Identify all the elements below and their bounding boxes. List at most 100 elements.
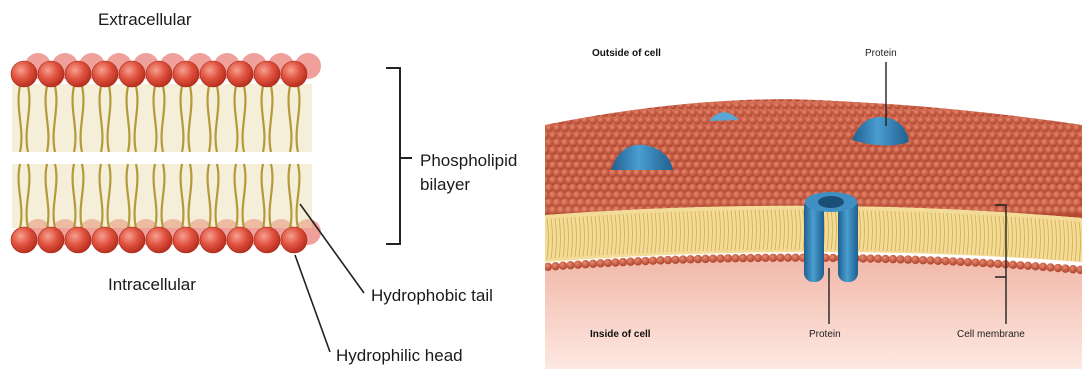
- surface-head: [569, 169, 578, 178]
- surface-head: [1041, 154, 1049, 162]
- surface-head: [909, 102, 916, 109]
- surface-head: [545, 109, 553, 117]
- surface-head: [777, 139, 785, 147]
- protein-top-label: Protein: [865, 48, 897, 59]
- inner-head: [926, 256, 934, 264]
- surface-head: [837, 132, 845, 140]
- surface-head: [917, 146, 925, 154]
- surface-head: [565, 161, 574, 170]
- surface-head: [785, 94, 792, 101]
- surface-head: [753, 139, 761, 147]
- surface-head: [677, 132, 685, 140]
- phospholipid-head: [146, 61, 172, 87]
- surface-head: [705, 109, 713, 117]
- surface-head: [1025, 124, 1033, 132]
- surface-head: [805, 132, 813, 140]
- inner-head: [626, 258, 634, 266]
- surface-head: [1057, 154, 1065, 162]
- inner-head: [1054, 264, 1062, 272]
- surface-head: [977, 109, 985, 117]
- surface-head: [613, 132, 621, 140]
- inner-head: [784, 254, 792, 262]
- surface-head: [801, 124, 809, 132]
- surface-head: [813, 146, 821, 154]
- surface-head: [557, 161, 566, 170]
- inner-head: [581, 260, 589, 268]
- surface-head: [793, 94, 800, 101]
- surface-head: [593, 124, 601, 132]
- surface-head: [937, 124, 945, 132]
- surface-head: [601, 154, 609, 162]
- surface-head: [633, 94, 640, 101]
- surface-head: [929, 124, 937, 132]
- surface-head: [705, 94, 712, 101]
- surface-head: [689, 169, 698, 178]
- inner-head: [994, 260, 1002, 268]
- surface-head: [773, 102, 780, 109]
- surface-head: [621, 102, 628, 109]
- surface-head: [1037, 117, 1045, 125]
- surface-head: [909, 117, 917, 125]
- surface-head: [553, 94, 560, 101]
- surface-head: [961, 169, 970, 178]
- surface-head: [945, 154, 953, 162]
- surface-head: [929, 169, 938, 178]
- surface-head: [737, 124, 745, 132]
- surface-head: [793, 124, 801, 132]
- surface-head: [737, 109, 745, 117]
- surface-head: [621, 132, 629, 140]
- surface-head: [817, 139, 825, 147]
- surface-head: [657, 94, 664, 101]
- surface-head: [1009, 124, 1017, 132]
- surface-head: [989, 102, 996, 109]
- surface-head: [769, 169, 778, 178]
- surface-head: [1065, 94, 1072, 101]
- surface-head: [797, 132, 805, 140]
- surface-head: [753, 154, 761, 162]
- surface-head: [745, 109, 753, 117]
- surface-head: [977, 94, 984, 101]
- surface-head: [721, 154, 729, 162]
- surface-head: [881, 94, 888, 101]
- surface-head: [761, 124, 769, 132]
- surface-head: [917, 117, 925, 125]
- surface-head: [765, 146, 773, 154]
- surface-head: [945, 124, 953, 132]
- surface-head: [1049, 169, 1058, 178]
- surface-head: [861, 102, 868, 109]
- surface-head: [553, 139, 561, 147]
- inner-head: [604, 259, 612, 267]
- surface-head: [617, 124, 625, 132]
- phospholipid-head: [281, 227, 307, 253]
- surface-head: [1061, 161, 1070, 170]
- inner-head: [866, 254, 874, 262]
- surface-head: [809, 124, 817, 132]
- surface-head: [825, 124, 833, 132]
- surface-head: [701, 102, 708, 109]
- surface-head: [561, 139, 569, 147]
- surface-head: [901, 102, 908, 109]
- surface-head: [589, 117, 597, 125]
- surface-head: [1029, 146, 1037, 154]
- surface-head: [609, 139, 617, 147]
- surface-head: [577, 169, 586, 178]
- inner-head: [649, 256, 657, 264]
- surface-head: [1049, 109, 1057, 117]
- surface-head: [909, 132, 917, 140]
- surface-head: [825, 154, 833, 162]
- surface-head: [941, 146, 949, 154]
- surface-head: [869, 146, 877, 154]
- surface-head: [1017, 109, 1025, 117]
- surface-head: [573, 102, 580, 109]
- surface-head: [897, 94, 904, 101]
- surface-head: [805, 117, 813, 125]
- surface-head: [845, 117, 853, 125]
- surface-head: [1005, 161, 1014, 170]
- surface-head: [965, 132, 973, 140]
- surface-head: [597, 117, 605, 125]
- inner-head: [889, 255, 897, 263]
- surface-head: [673, 124, 681, 132]
- surface-head: [545, 117, 549, 125]
- surface-head: [609, 94, 616, 101]
- surface-head: [701, 117, 709, 125]
